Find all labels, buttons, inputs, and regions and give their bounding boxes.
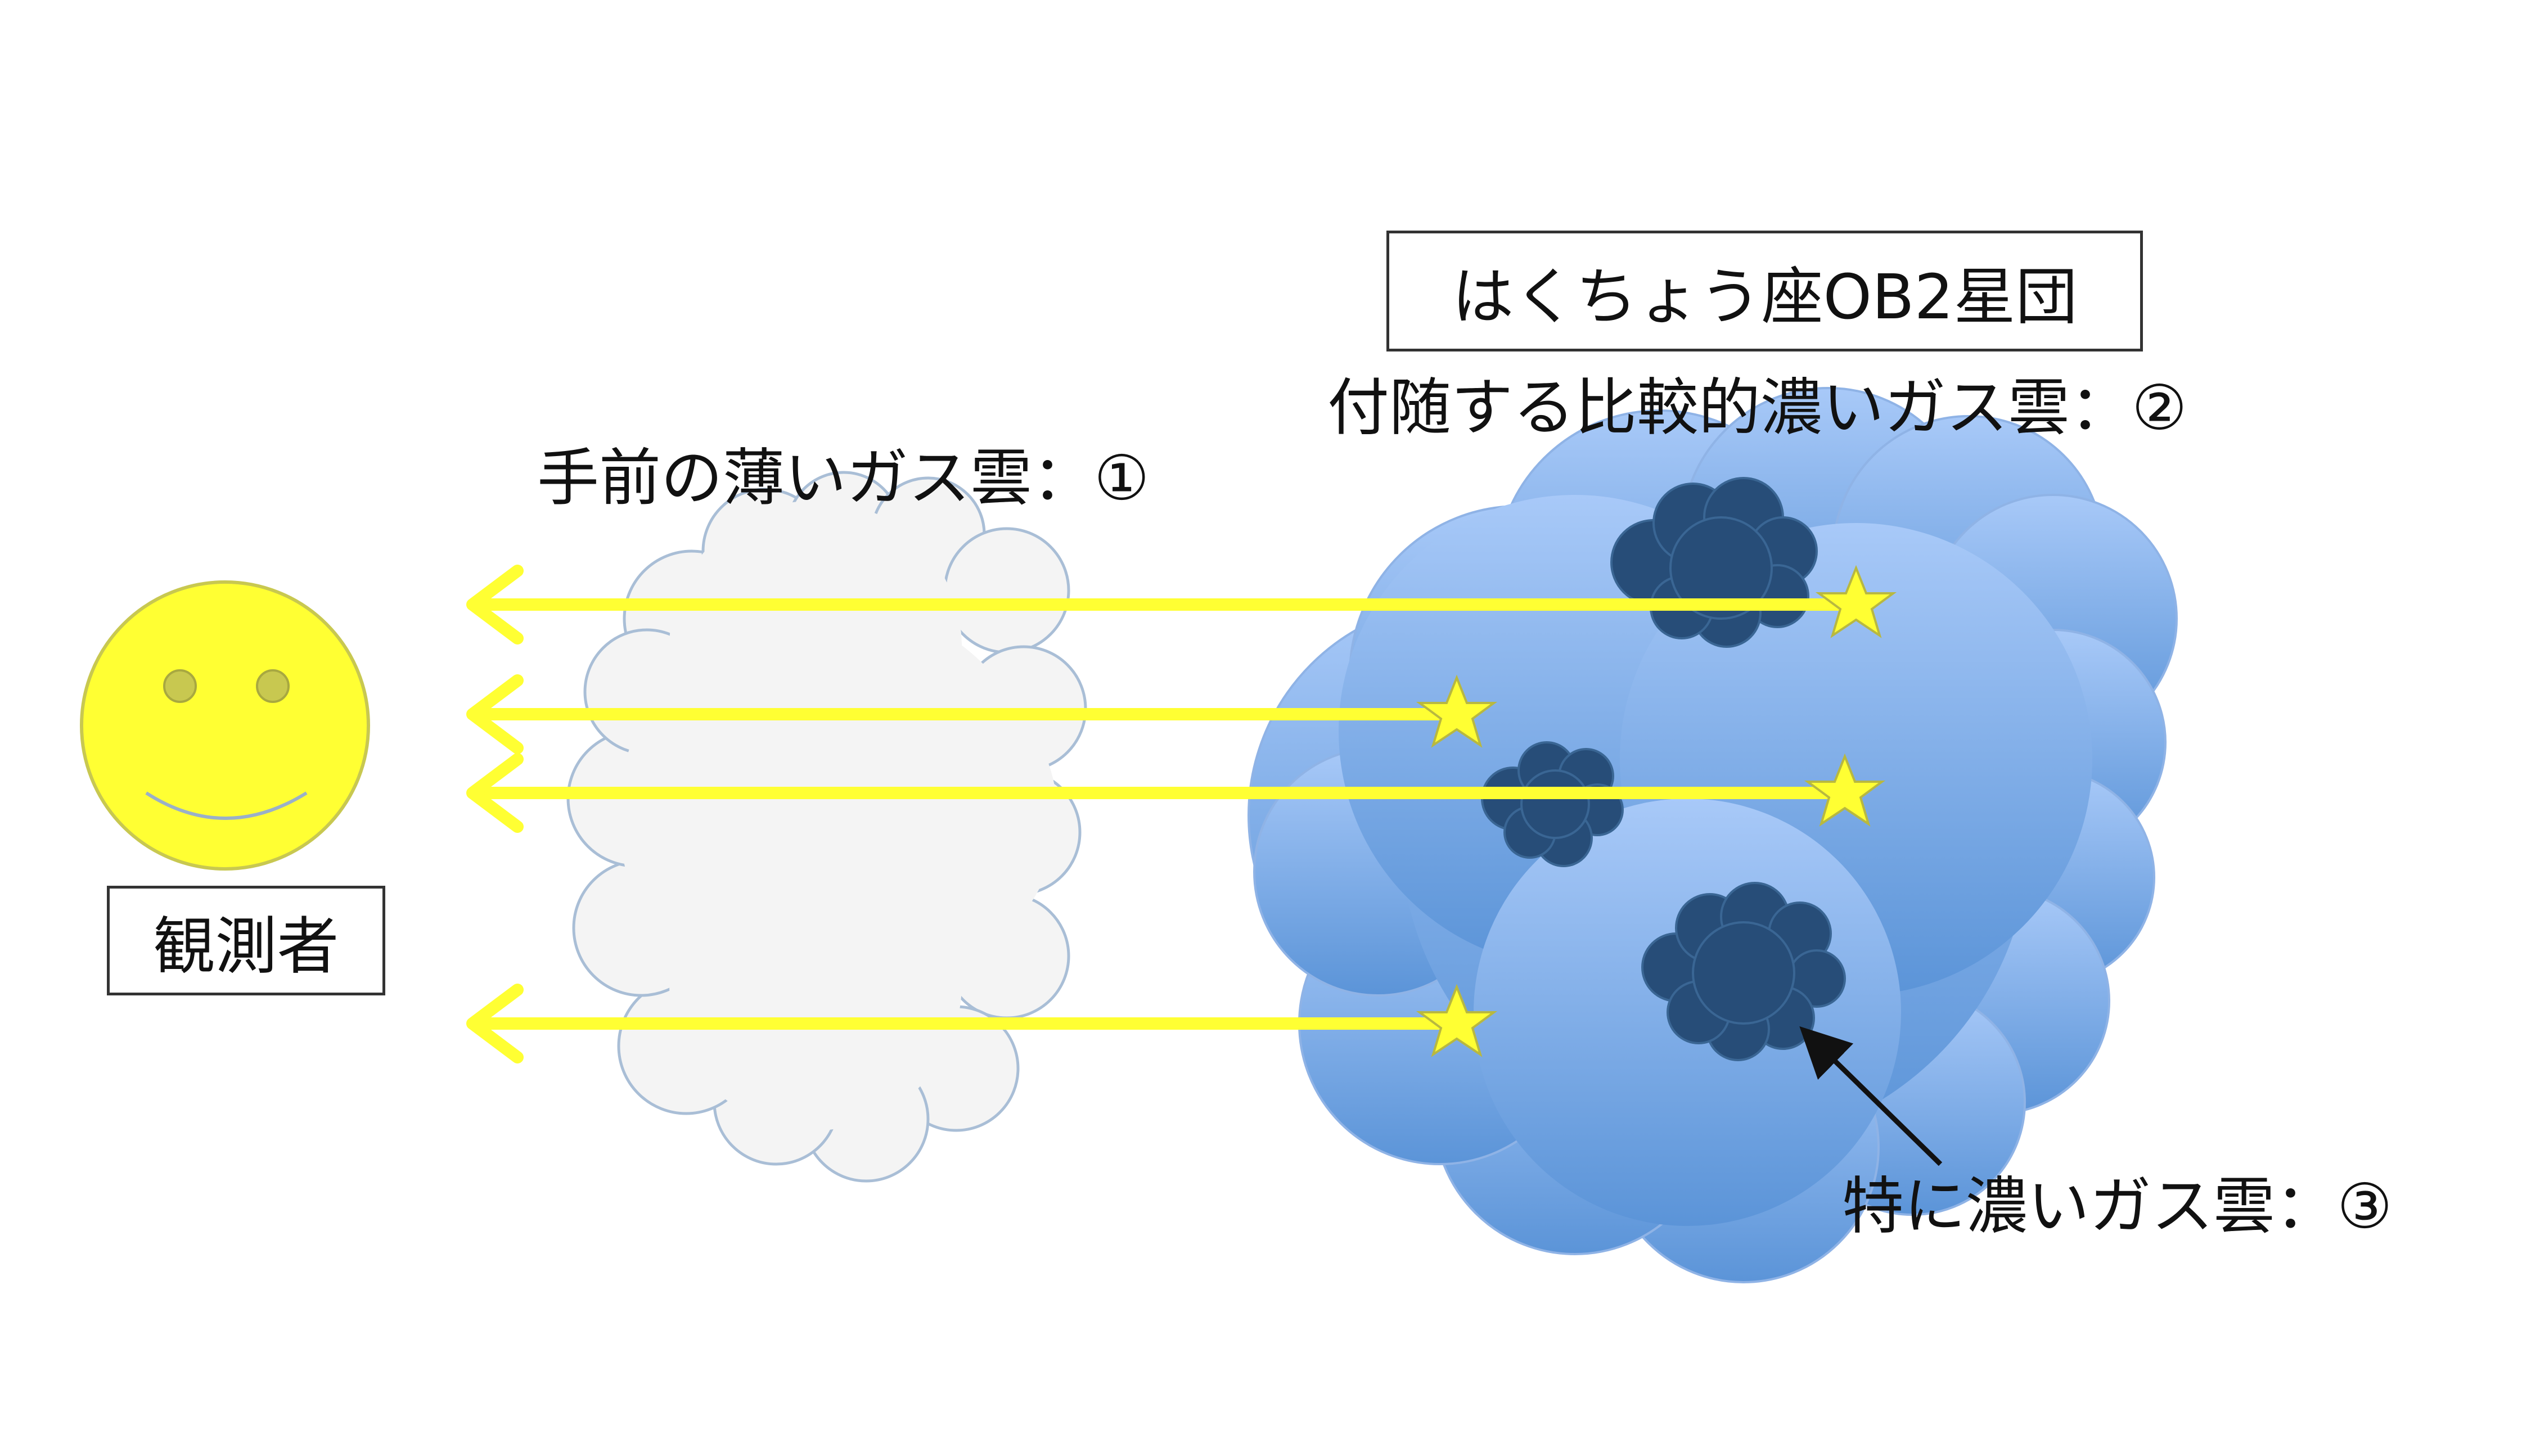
light-ray-arrow	[466, 565, 1862, 644]
star-icon	[1804, 753, 1886, 827]
star-icon	[1416, 674, 1498, 748]
foreground-cloud-label: 手前の薄いガス雲：①	[537, 442, 1150, 514]
observer-label: 観測者	[153, 910, 339, 982]
star-icon	[1416, 984, 1498, 1057]
dense-cloud-label: 特に濃いガス雲：③	[1842, 1170, 2393, 1242]
light-ray-arrow	[466, 674, 1469, 754]
mouth-icon	[145, 791, 308, 820]
eye-icon	[163, 669, 197, 703]
associated-cloud-label: 付随する比較的濃いガス雲：②	[1327, 372, 2187, 444]
star-icon	[1815, 565, 1897, 638]
observer-label-box: 観測者	[107, 886, 385, 995]
pointer-arrow	[1799, 1026, 1943, 1166]
foreground-gas-cloud	[566, 471, 1087, 1183]
eye-icon	[256, 669, 290, 703]
smiley-face-icon	[80, 580, 370, 871]
light-ray-arrow	[466, 753, 1851, 833]
light-ray-arrow	[466, 984, 1469, 1063]
stars	[1416, 565, 1897, 1057]
light-rays	[466, 565, 1862, 1063]
cluster-title-box: はくちょう座OB2星団	[1386, 231, 2143, 351]
cluster-title: はくちょう座OB2星団	[1452, 260, 2078, 333]
